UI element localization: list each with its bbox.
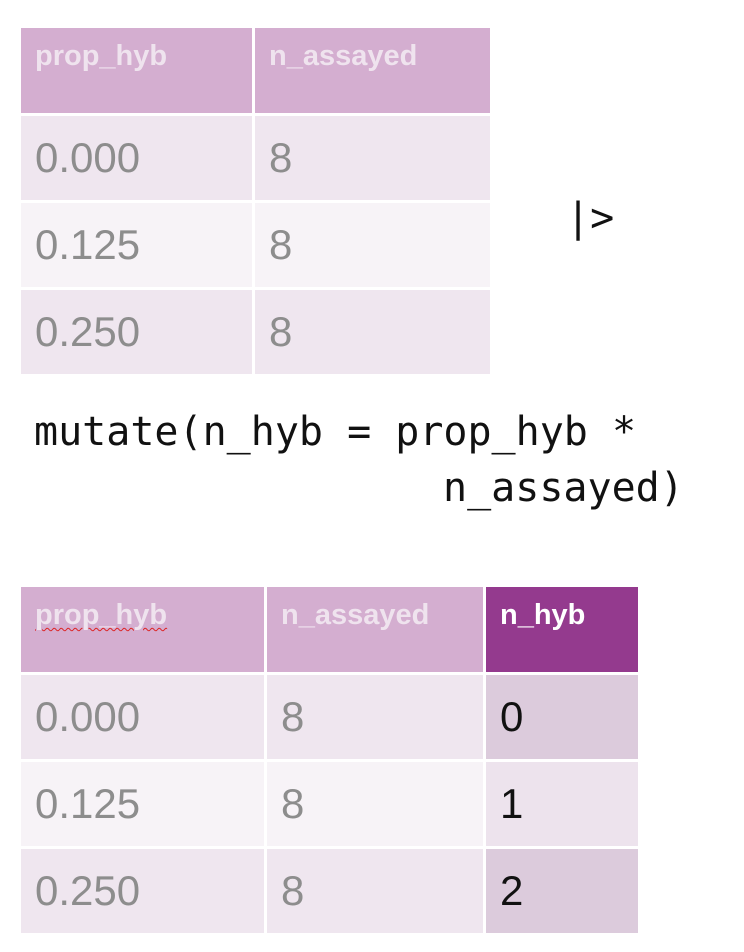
cell-n-assayed: 8 <box>264 672 486 762</box>
header-row: prop_hyb n_assayed n_hyb <box>18 584 641 675</box>
mutate-code-line-2: n_assayed) <box>443 465 684 511</box>
cell-prop-hyb: 0.125 <box>18 759 267 849</box>
header-prop-hyb: prop_hyb <box>18 584 267 675</box>
cell-n-assayed: 8 <box>252 200 493 290</box>
cell-n-hyb: 1 <box>483 759 641 849</box>
table-row: 0.125 8 1 <box>18 759 641 849</box>
header-n-assayed: n_assayed <box>264 584 486 675</box>
header-prop-hyb: prop_hyb <box>18 25 255 116</box>
cell-n-assayed: 8 <box>264 759 486 849</box>
input-table: prop_hyb n_assayed 0.000 8 0.125 8 0.250… <box>18 25 493 377</box>
mutate-code-line-1: mutate(n_hyb = prop_hyb * <box>34 409 637 455</box>
table-row: 0.250 8 <box>18 287 493 377</box>
cell-n-hyb: 0 <box>483 672 641 762</box>
cell-n-assayed: 8 <box>252 113 493 203</box>
header-n-hyb: n_hyb <box>483 584 641 675</box>
table-row: 0.250 8 2 <box>18 846 641 936</box>
table-row: 0.125 8 <box>18 200 493 290</box>
table-row: 0.000 8 <box>18 113 493 203</box>
output-table: prop_hyb n_assayed n_hyb 0.000 8 0 0.125… <box>18 584 641 936</box>
pipe-operator: |> <box>566 195 615 241</box>
cell-prop-hyb: 0.250 <box>18 846 267 936</box>
header-n-assayed: n_assayed <box>252 25 493 116</box>
cell-prop-hyb: 0.125 <box>18 200 255 290</box>
header-row: prop_hyb n_assayed <box>18 25 493 116</box>
cell-prop-hyb: 0.250 <box>18 287 255 377</box>
cell-n-assayed: 8 <box>252 287 493 377</box>
cell-prop-hyb: 0.000 <box>18 113 255 203</box>
table-row: 0.000 8 0 <box>18 672 641 762</box>
cell-prop-hyb: 0.000 <box>18 672 267 762</box>
cell-n-assayed: 8 <box>264 846 486 936</box>
cell-n-hyb: 2 <box>483 846 641 936</box>
header-prop-hyb-label: prop_hyb <box>35 599 168 631</box>
